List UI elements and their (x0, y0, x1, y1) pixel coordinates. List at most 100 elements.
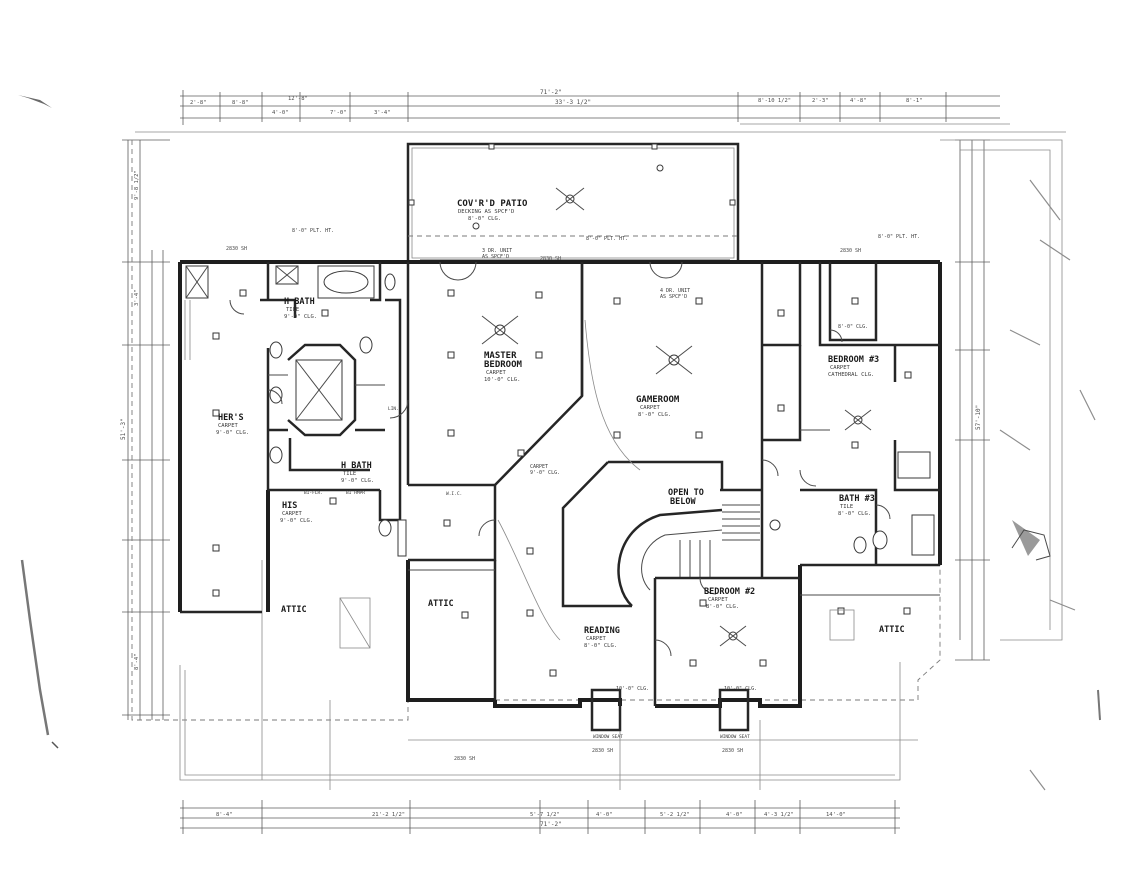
note-ac-game: 4 DR. UNIT (660, 288, 690, 294)
note-clg-8: 8'-0" CLG. (838, 324, 868, 330)
note-clg-10-1: 10'-0" CLG. (616, 686, 649, 692)
master-label: MASTER (484, 351, 517, 361)
dim-top-f: 3'-4" (374, 110, 391, 116)
hers-floor: CARPET (218, 423, 239, 429)
dim-bottom-overall: 71'-2" (540, 821, 562, 828)
note-carpet-mid: CARPET (530, 464, 548, 470)
reading-ceiling: 8'-0" CLG. (584, 643, 617, 649)
note-bi-floor: BI-FLR. (304, 490, 323, 496)
hers-ceiling: 9'-0" CLG. (216, 430, 249, 436)
dim-bottom-h: 14'-0" (826, 812, 846, 818)
dim-right-overall: 57'-10" (975, 405, 982, 430)
note-plate-height-right: 8'-0" PLT. HT. (878, 234, 920, 240)
ceiling-fans (481, 315, 872, 647)
note-carpet-mid-2: 9'-0" CLG. (530, 470, 560, 476)
hbath2-label: H BATH (341, 461, 372, 471)
note-plate-height-mid: 8'-0" PLT. HT. (586, 236, 628, 242)
bedroom3-ceiling-fan-icon (844, 409, 872, 431)
patio-ceiling-fan-icon (555, 187, 585, 211)
dim-left-c: 8'-4" (134, 653, 140, 670)
note-plate-height-left: 8'-0" PLT. HT. (292, 228, 334, 234)
attic-mid-label: ATTIC (428, 599, 454, 609)
reading-floor: CARPET (586, 636, 607, 642)
his-label: HIS (282, 501, 297, 511)
framing-details (184, 300, 855, 649)
bedroom2-ceiling: 8'-0" CLG. (706, 604, 739, 610)
master-floor: CARPET (486, 370, 507, 376)
exterior-walls (178, 260, 942, 708)
dim-top-e: 7'-0" (330, 110, 347, 116)
bath3-label: BATH #3 (839, 494, 875, 504)
window-2830-e: 2830 SH (592, 748, 613, 754)
dim-bottom-e: 5'-2 1/2" (660, 812, 690, 818)
dim-left-b: 3'-4" (134, 289, 140, 306)
his-floor: CARPET (282, 511, 303, 517)
bath3-ceiling: 8'-0" CLG. (838, 511, 871, 517)
gameroom-ceiling: 8'-0" CLG. (638, 412, 671, 418)
attic-left-label: ATTIC (281, 605, 307, 615)
window-2830-c: 2830 SH (840, 248, 861, 254)
window-2830-a: 2830 SH (226, 246, 247, 252)
dim-top-sub: 33'-3 1/2" (555, 99, 591, 106)
gameroom-floor: CARPET (640, 405, 661, 411)
dim-top-overall: 71'-2" (540, 89, 562, 96)
hbath2-floor: TILE (343, 471, 356, 477)
patio-note-2: 8'-0" CLG. (468, 216, 501, 222)
bath3-floor: TILE (840, 504, 853, 510)
note-ac-master-2: AS SPCF'D (482, 254, 509, 260)
bedroom2-floor: CARPET (708, 597, 729, 603)
master-label-2: BEDROOM (484, 360, 523, 370)
hbath1-label: H BATH (284, 297, 315, 307)
bedroom3-floor: CARPET (830, 365, 851, 371)
dim-top-g: 8'-10 1/2" (758, 98, 791, 104)
note-ac-master: 3 DR. UNIT (482, 248, 512, 254)
patio-note-1: DECKING AS SPCF'D (458, 209, 514, 215)
patio-label: COV'R'D PATIO (457, 199, 528, 209)
note-ac-game-2: AS SPCF'D (660, 294, 687, 300)
open-to-below-label-2: BELOW (670, 497, 696, 507)
note-clg-10-2: 10'-0" CLG. (724, 686, 757, 692)
dim-top-h: 2'-3" (812, 98, 829, 104)
hbath2-ceiling: 9'-0" CLG. (341, 478, 374, 484)
dim-top-d: 4'-0" (272, 110, 289, 116)
bedroom3-ceiling: CATHEDRAL CLG. (828, 372, 874, 378)
door-swings (229, 261, 891, 657)
window-2830-d: 2830 SH (454, 756, 475, 762)
open-to-below-label: OPEN TO (668, 488, 704, 498)
gameroom-label: GAMEROOM (636, 395, 680, 405)
master-ceiling: 10'-0" CLG. (484, 377, 520, 383)
hbath1-floor: TILE (286, 307, 299, 313)
interior-walls (260, 262, 940, 732)
master-ceiling-fan-icon (481, 315, 519, 345)
dim-bottom-b: 21'-2 1/2" (372, 812, 405, 818)
dim-top-b: 8'-8" (232, 100, 249, 106)
his-ceiling: 9'-0" CLG. (280, 518, 313, 524)
recessed-lights (212, 289, 912, 677)
room-labels: COV'R'D PATIO DECKING AS SPCF'D 8'-0" CL… (216, 199, 905, 649)
bedroom2-ceiling-fan-icon (719, 625, 747, 647)
dim-bottom-c: 5'-7 1/2" (530, 812, 560, 818)
scan-artifacts (18, 95, 1101, 791)
dim-left-a: 9'-8 1/2" (134, 170, 140, 200)
annotation-notes: 3 DR. UNIT AS SPCF'D 4 DR. UNIT AS SPCF'… (292, 228, 920, 740)
dim-bottom-d: 4'-0" (596, 812, 613, 818)
reading-label: READING (584, 626, 620, 636)
dim-left-overall: 51'-3" (120, 418, 127, 440)
note-linen: LIN. (388, 406, 399, 412)
dim-top-a: 2'-8" (190, 100, 207, 106)
attic-right-label: ATTIC (879, 625, 905, 635)
plumbing-fixtures (185, 265, 935, 557)
window-2830-b: 2830 SH (540, 256, 561, 262)
note-window-seat-1: WINDOW SEAT (593, 734, 623, 740)
dimension-lines (122, 90, 1066, 834)
dim-bottom-f: 4'-0" (726, 812, 743, 818)
lower-roof-outline (131, 139, 1063, 790)
dim-top-c: 12'-8" (288, 96, 308, 102)
dim-top-j: 8'-1" (906, 98, 923, 104)
note-window-seat-2: WINDOW SEAT (720, 734, 750, 740)
dimension-labels: 71'-2" 33'-3 1/2" 2'-8" 8'-8" 12'-8" 4'-… (120, 89, 982, 828)
note-bi-hamper: BI HMPR (346, 490, 365, 496)
bedroom2-label: BEDROOM #2 (704, 587, 755, 597)
hers-label: HER'S (218, 413, 244, 423)
